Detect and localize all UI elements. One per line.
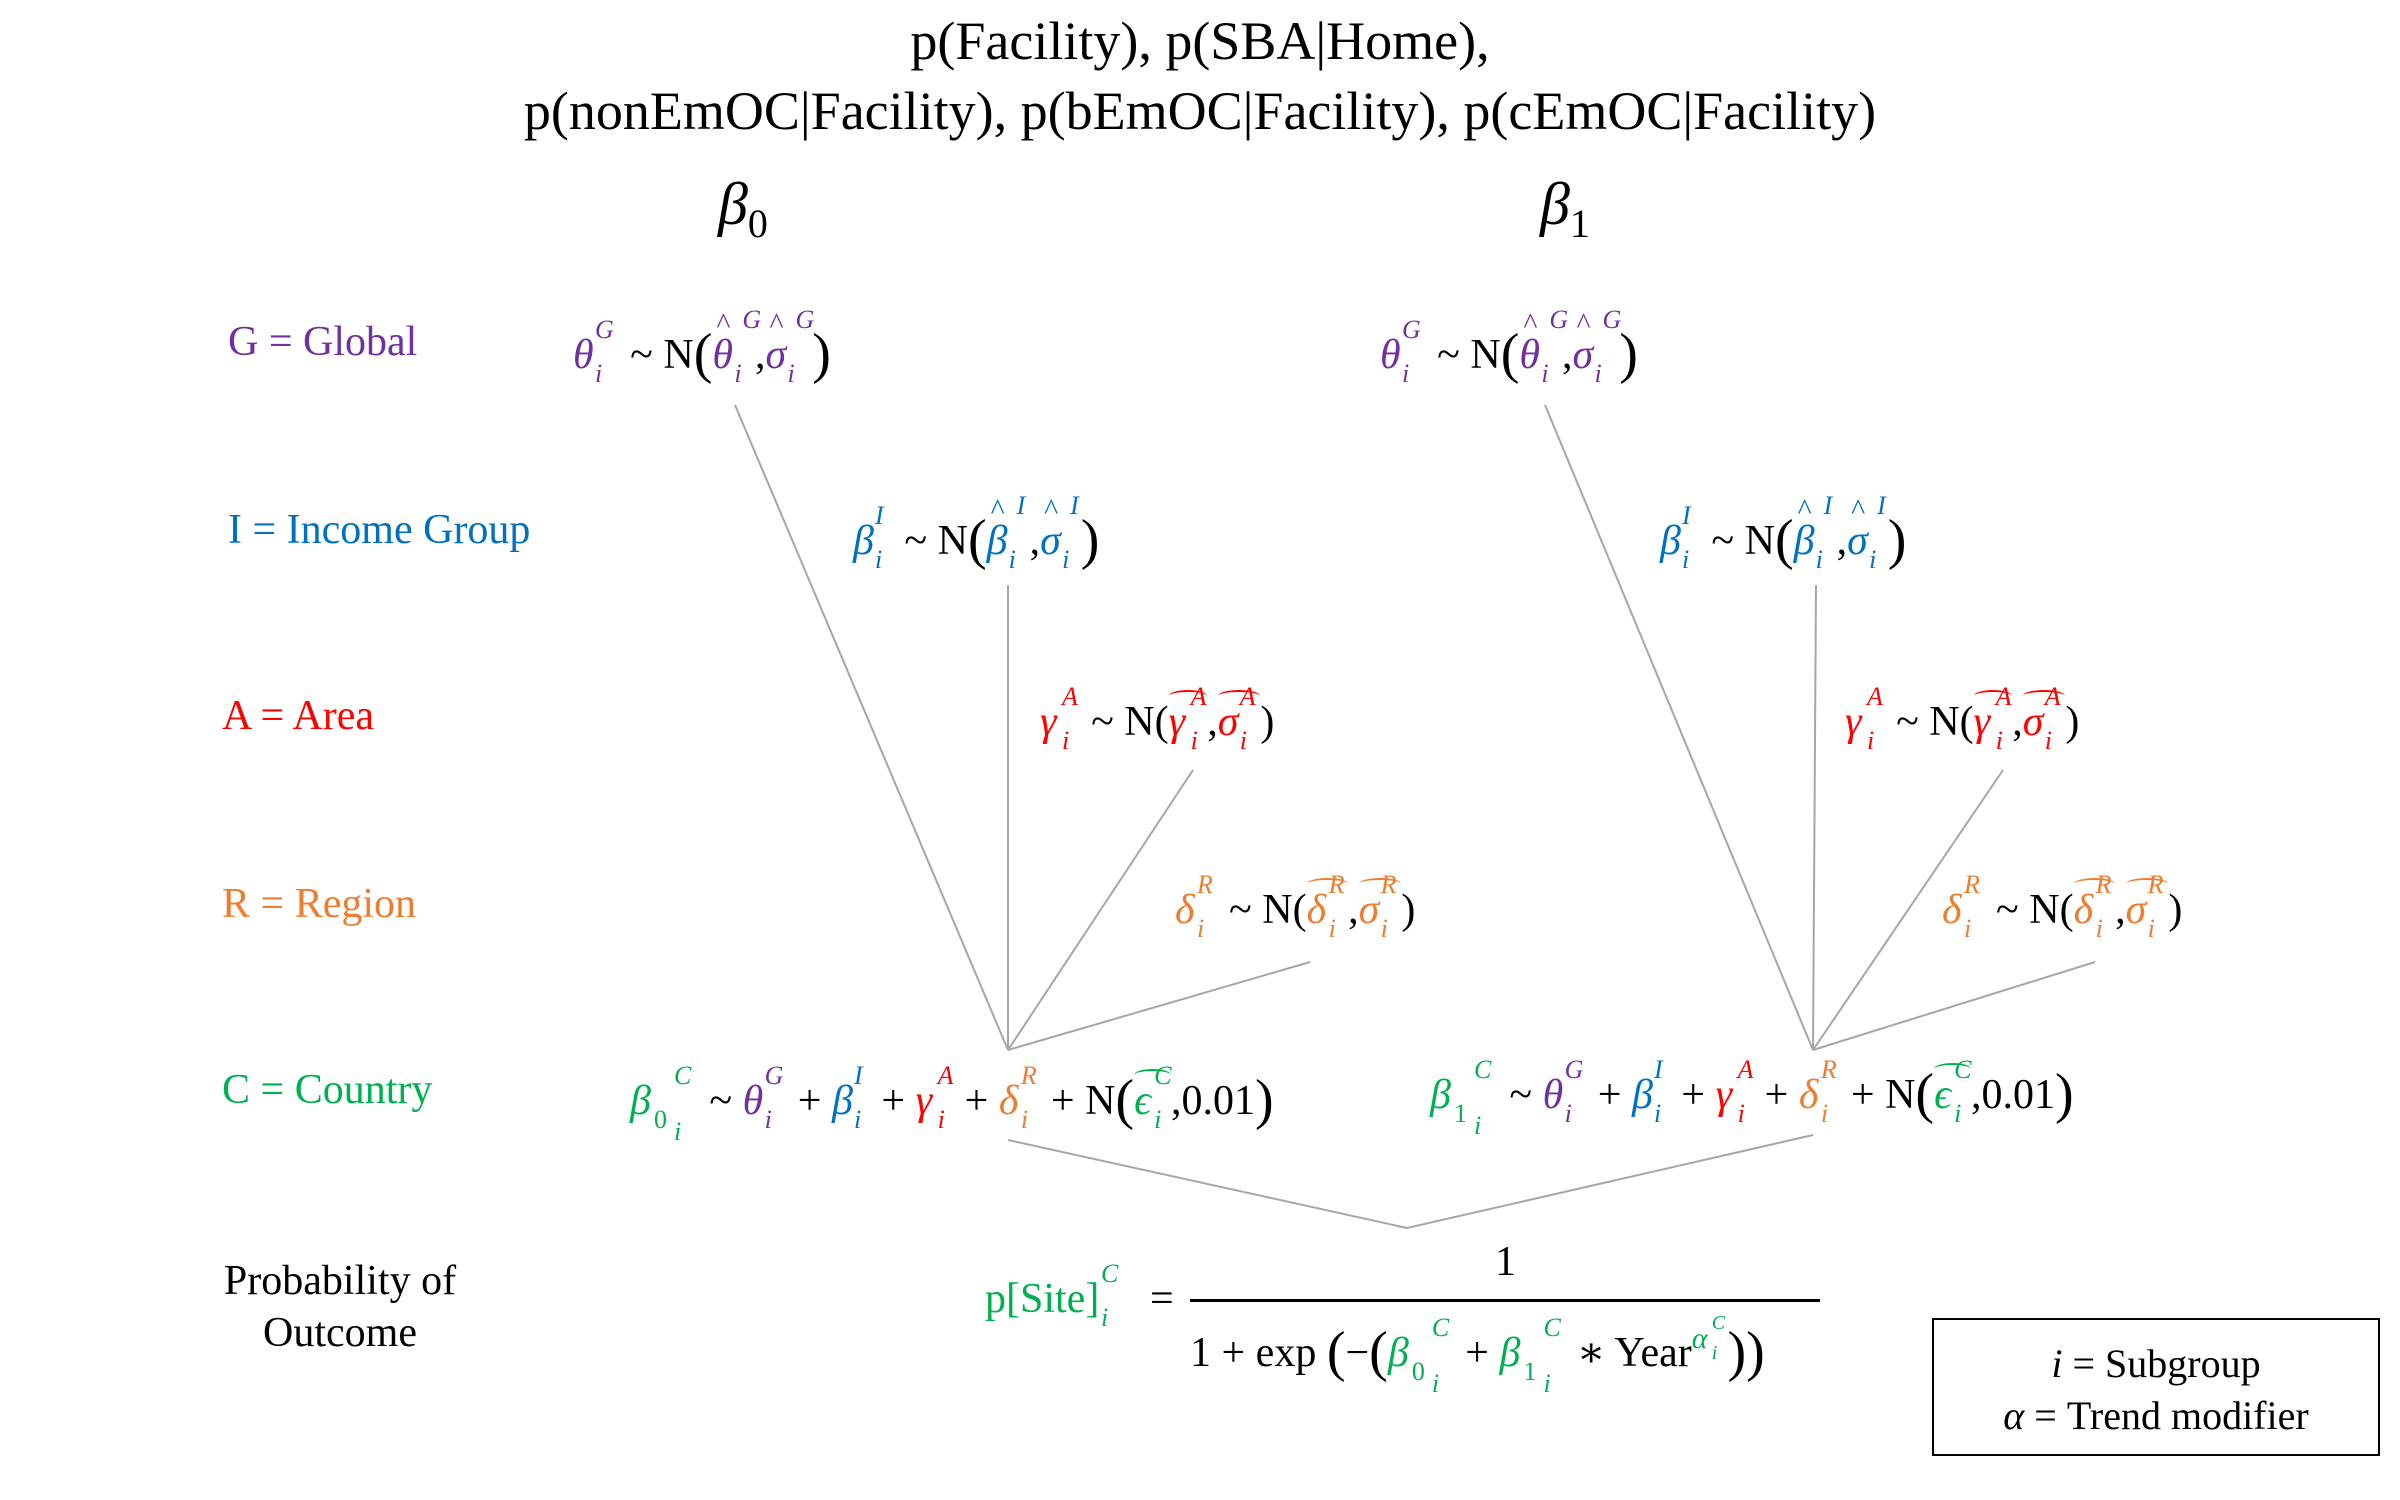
connector-area-b0: [1007, 769, 1194, 1051]
eq-income-beta0: βIi ~ N(βIi,σIi): [853, 491, 1099, 574]
level-label-income: I = Income Group: [228, 507, 531, 553]
column-header-beta0: β0: [718, 171, 768, 246]
eq-probability-numerator: 1: [1495, 1239, 1516, 1285]
connector-area-b1: [1812, 769, 2004, 1051]
column-header-beta1: β1: [1540, 171, 1590, 246]
connector-region-b1: [1812, 961, 2096, 1051]
level-label-area: A = Area: [222, 693, 374, 739]
connector-global-b1: [1544, 404, 1814, 1051]
eq-global-beta1: θGi ~ N(θGi,σGi): [1380, 305, 1638, 388]
diagram-title-line2: p(nonEmOC|Facility), p(bEmOC|Facility), …: [523, 81, 1877, 141]
diagram-title-line1: p(Facility), p(SBA|Home),: [910, 11, 1490, 71]
level-label-country: C = Country: [222, 1067, 433, 1113]
level-label-region: R = Region: [222, 881, 417, 927]
connector-global-b0: [734, 404, 1009, 1051]
eq-probability-equals: =: [1150, 1276, 1174, 1322]
legend-trend-modifier: α = Trend modifier: [2003, 1393, 2309, 1438]
legend-subgroup: i = Subgroup: [2051, 1341, 2261, 1386]
connector-region-b0: [1007, 961, 1311, 1051]
eq-income-beta1: βIi ~ N(βIi,σIi): [1660, 491, 1906, 574]
legend-box: i = Subgroup α = Trend modifier: [1932, 1318, 2380, 1456]
level-label-probability: Probability of Outcome: [223, 1258, 457, 1356]
eq-global-beta0: θGi ~ N(θGi,σGi): [573, 305, 831, 388]
level-label-global: G = Global: [228, 319, 418, 365]
eq-probability-fraction-bar: [1190, 1299, 1820, 1302]
connector-income-b1: [1812, 584, 1817, 1051]
connector-country-to-probability: [1007, 1134, 1814, 1230]
